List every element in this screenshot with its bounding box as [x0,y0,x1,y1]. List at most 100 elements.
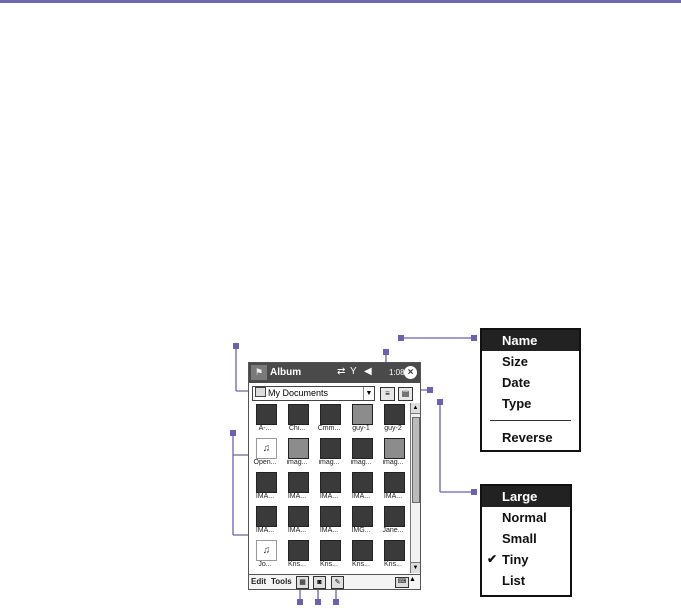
speaker-icon[interactable]: ◀︎ [364,366,372,377]
view-menu-item[interactable]: Small [482,528,570,549]
view-menu-item-label: Large [502,489,538,504]
signal-icon[interactable]: Y [350,366,357,377]
thumbnail-caption: imag... [350,459,372,466]
thumbnail-caption: IMA... [319,527,339,534]
thumbnail-image [256,506,277,527]
thumbnail-caption: guy-2 [384,425,402,432]
folder-bar: My Documents ▼ ≡ ▤ [249,384,420,402]
thumbnail-image [288,438,309,459]
thumbnail-image [352,472,373,493]
camera-icon[interactable]: ◙ [313,576,326,589]
scroll-up-icon[interactable]: ▲ [411,403,420,414]
sort-menu-item[interactable]: Name [482,330,579,351]
thumbnail-caption: imag... [318,459,340,466]
thumbnail-item[interactable]: ♫Jo... [249,539,281,573]
thumbnail-item[interactable]: Jane... [377,505,409,539]
thumbnail-image [384,438,405,459]
thumbnail-item[interactable]: IMA... [313,505,345,539]
media-file-icon: ♫ [256,540,277,561]
scrollbar[interactable]: ▲ ▼ [410,403,420,573]
thumbnail-caption: Open... [253,459,277,466]
sort-menu-item[interactable]: Type [502,396,532,411]
thumbnail-image [288,472,309,493]
thumbnail-item[interactable]: IMA... [281,505,313,539]
folder-icon [255,387,266,397]
thumbnail-item[interactable]: IMA... [281,471,313,505]
thumbnail-caption: Jo... [258,561,272,568]
thumbnail-image [288,404,309,425]
thumbnail-image [288,506,309,527]
top-rule [0,0,681,3]
edit-image-icon[interactable]: ✎ [331,576,344,589]
thumbnail-caption: IMA... [351,493,371,500]
view-menu-item[interactable]: ✔ Tiny [482,549,570,570]
thumbnail-image [320,438,341,459]
thumbnail-item[interactable]: Kris... [345,539,377,573]
menu-edit[interactable]: Edit [251,577,267,586]
thumbnail-item[interactable]: IMA... [249,471,281,505]
thumbnail-item[interactable]: Chi... [281,403,313,437]
keyboard-icon[interactable]: ⌨ [395,577,409,588]
scroll-down-icon[interactable]: ▼ [411,562,420,573]
sort-menu-item[interactable]: Size [502,354,529,369]
view-button[interactable]: ▤ [398,387,413,401]
thumbnail-item[interactable]: imag... [313,437,345,471]
callout-folder-marker [233,343,239,349]
thumbnail-image [256,404,277,425]
view-menu-item-label: Tiny [502,552,529,567]
thumbnail-item[interactable]: IMG... [345,505,377,539]
thumbnail-image [256,472,277,493]
slideshow-icon[interactable]: ▦ [296,576,309,589]
menu-tools[interactable]: Tools [271,577,292,586]
folder-dropdown[interactable]: My Documents ▼ [252,386,375,401]
thumbnail-item[interactable]: imag... [345,437,377,471]
checkmark-icon: ✔ [487,552,498,566]
thumbnail-item[interactable]: IMA... [313,471,345,505]
view-menu-item[interactable]: Normal [482,507,570,528]
thumbnail-item[interactable]: A-... [249,403,281,437]
thumbnail-image [384,540,405,561]
media-file-icon: ♫ [256,438,277,459]
thumbnail-item[interactable]: Kris... [313,539,345,573]
thumbnail-item[interactable]: Kris... [281,539,313,573]
windows-flag-icon[interactable]: ⚑ [251,365,267,380]
thumbnail-item[interactable]: imag... [281,437,313,471]
thumbnail-item[interactable]: guy-1 [345,403,377,437]
clock[interactable]: 1:08 [389,368,405,377]
sort-menu-item[interactable]: Date [502,375,531,390]
thumbnail-image [384,506,405,527]
thumbnail-caption: IMA... [255,527,275,534]
menu-bar: Edit Tools ▦ ◙ ✎ ⌨ ▲ [249,574,420,589]
menu-separator [490,420,571,421]
thumbnail-item[interactable]: Cmm... [313,403,345,437]
thumbnail-item[interactable]: IMA... [249,505,281,539]
view-menu-item-label: Normal [502,510,547,525]
thumbnail-item[interactable]: Kris... [377,539,409,573]
sort-button[interactable]: ≡ [380,387,395,401]
view-menu-item[interactable]: List [482,570,570,591]
thumbnail-image [320,506,341,527]
thumbnail-item[interactable]: ♫Open... [249,437,281,471]
sort-menu-reverse[interactable]: Reverse [502,430,553,445]
thumbnail-item[interactable]: IMA... [377,471,409,505]
thumbnail-caption: Kris... [352,561,370,568]
thumbnail-caption: IMA... [319,493,339,500]
thumbnail-item[interactable]: IMA... [345,471,377,505]
thumbnail-item[interactable]: imag... [377,437,409,471]
view-menu-item-label: List [502,573,526,588]
view-menu-item[interactable]: Large [482,486,570,507]
scroll-thumb[interactable] [412,417,420,503]
close-icon[interactable]: × [404,366,417,379]
input-panel-arrow-icon[interactable]: ▲ [409,576,416,583]
thumbnail-caption: Kris... [320,561,338,568]
thumbnail-caption: Chi... [288,425,306,432]
view-menu-item-label: Small [502,531,537,546]
thumbnail-caption: Kris... [288,561,306,568]
title-bar: ⚑ Album ⇄ Y ◀︎ 1:08 × [249,363,420,383]
thumbnail-item[interactable]: guy-2 [377,403,409,437]
chevron-down-icon[interactable]: ▼ [363,387,374,400]
connectivity-icon[interactable]: ⇄ [337,366,346,377]
thumbnail-image [320,540,341,561]
